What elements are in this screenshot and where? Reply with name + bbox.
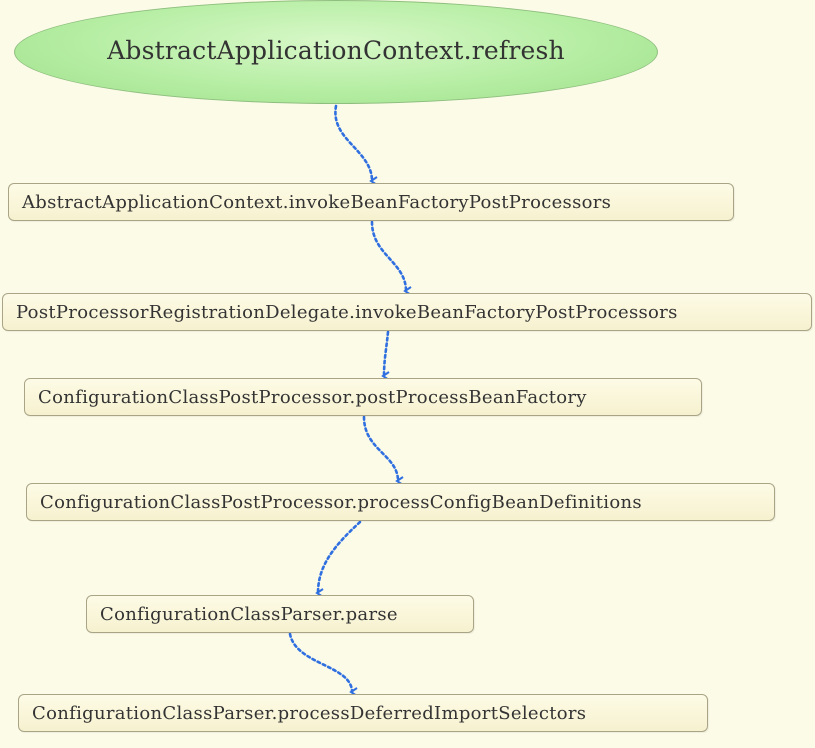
step-node-5-label: ConfigurationClassParser.parse	[100, 603, 398, 625]
step-node-4: ConfigurationClassPostProcessor.processC…	[26, 483, 775, 521]
step-node-5: ConfigurationClassParser.parse	[86, 595, 474, 633]
arrow-step2-to-step3	[381, 330, 390, 381]
step-node-4-label: ConfigurationClassPostProcessor.processC…	[40, 491, 642, 513]
start-node: AbstractApplicationContext.refresh	[14, 0, 658, 104]
step-node-3: ConfigurationClassPostProcessor.postProc…	[24, 378, 702, 416]
step-node-1: AbstractApplicationContext.invokeBeanFac…	[8, 183, 734, 221]
arrow-step4-to-step5	[315, 520, 362, 598]
start-node-label: AbstractApplicationContext.refresh	[107, 35, 565, 65]
arrow-step5-to-step6	[288, 632, 358, 697]
arrow-step3-to-step4	[362, 415, 404, 486]
step-node-1-label: AbstractApplicationContext.invokeBeanFac…	[22, 191, 612, 213]
step-node-2-label: PostProcessorRegistrationDelegate.invoke…	[16, 301, 678, 323]
arrow-start-to-step1	[334, 104, 378, 186]
step-node-2: PostProcessorRegistrationDelegate.invoke…	[2, 293, 812, 331]
arrow-step1-to-step2	[370, 220, 412, 296]
step-node-3-label: ConfigurationClassPostProcessor.postProc…	[38, 386, 587, 408]
step-node-6-label: ConfigurationClassParser.processDeferred…	[32, 702, 587, 724]
step-node-6: ConfigurationClassParser.processDeferred…	[18, 694, 708, 732]
